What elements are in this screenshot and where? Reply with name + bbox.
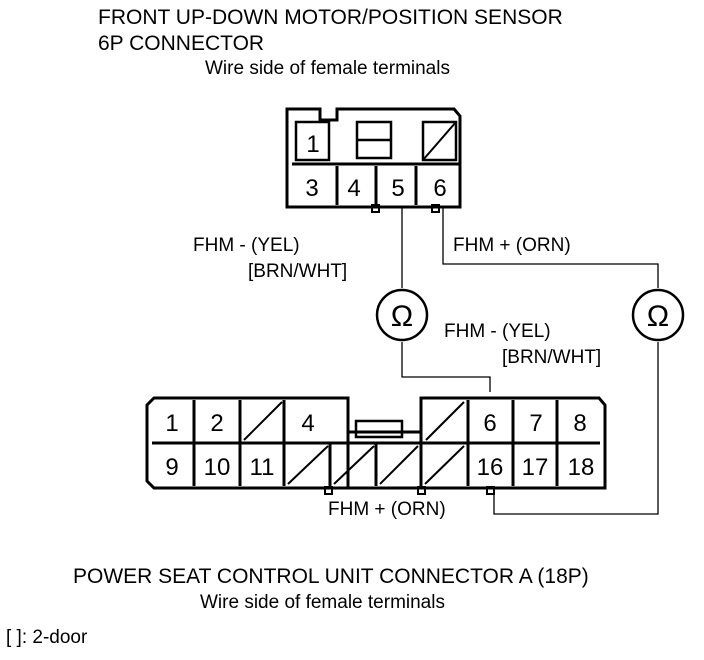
bottom-connector-outline-left: [145, 396, 350, 490]
ohmmeter-left-icon: [375, 288, 429, 342]
top-pin-label: 3: [305, 175, 318, 202]
ohmmeter-right-icon: [631, 288, 685, 342]
top-pin-label: 5: [391, 175, 404, 202]
top-connector-subtitle: Wire side of female terminals: [205, 58, 450, 79]
top-connector-title-line1: FRONT UP-DOWN MOTOR/POSITION SENSOR: [98, 6, 563, 29]
bottom-pin-label: 17: [522, 454, 549, 481]
top-pin-cell-1: [294, 120, 331, 162]
wire-label-fhm-minus-top-alt: [BRN/WHT]: [248, 261, 348, 282]
bottom-connector-latch: [354, 419, 404, 439]
bottom-connector-title: POWER SEAT CONTROL UNIT CONNECTOR A (18P…: [73, 565, 589, 588]
bottom-pin-label: 8: [573, 410, 586, 437]
ohm-symbol: Ω: [391, 300, 413, 333]
door-note: [ ]: 2-door: [6, 627, 88, 648]
bottom-pin-label: 6: [483, 410, 496, 437]
wire-label-fhm-minus-mid: FHM - (YEL): [444, 321, 551, 342]
top-connector-title-line2: 6P CONNECTOR: [98, 32, 265, 55]
wire-label-fhm-plus-top: FHM + (ORN): [453, 235, 571, 256]
top-connector-outline: [285, 107, 462, 209]
top-pin-label: 4: [347, 175, 360, 202]
wire-fhm-minus-lower: [401, 342, 491, 392]
bottom-pin-label: 4: [301, 410, 314, 437]
wire-fhm-plus: [442, 207, 659, 288]
top-pin-label: 6: [433, 175, 446, 202]
bottom-pin-label: 9: [165, 454, 178, 481]
bottom-connector-subtitle: Wire side of female terminals: [200, 592, 445, 613]
bottom-pin-label: 18: [568, 454, 595, 481]
top-pin-cell-blank: [421, 120, 458, 162]
bottom-pin-label: 11: [250, 454, 275, 481]
ohm-symbol: Ω: [647, 300, 669, 333]
bottom-pin-label: 2: [210, 410, 223, 437]
bottom-pin-label: 10: [204, 454, 231, 481]
wire-fhm-plus-lower: [493, 342, 659, 515]
wire-label-fhm-plus-bottom: FHM + (ORN): [328, 499, 446, 520]
bottom-pin-label: 16: [477, 454, 504, 481]
wire-label-fhm-minus-mid-alt: [BRN/WHT]: [502, 347, 602, 368]
wire-label-fhm-minus-top: FHM - (YEL): [193, 235, 300, 256]
bottom-pin-label: 7: [529, 410, 542, 437]
top-pin-label: 1: [306, 131, 319, 158]
bottom-pin-label: 1: [165, 410, 178, 437]
